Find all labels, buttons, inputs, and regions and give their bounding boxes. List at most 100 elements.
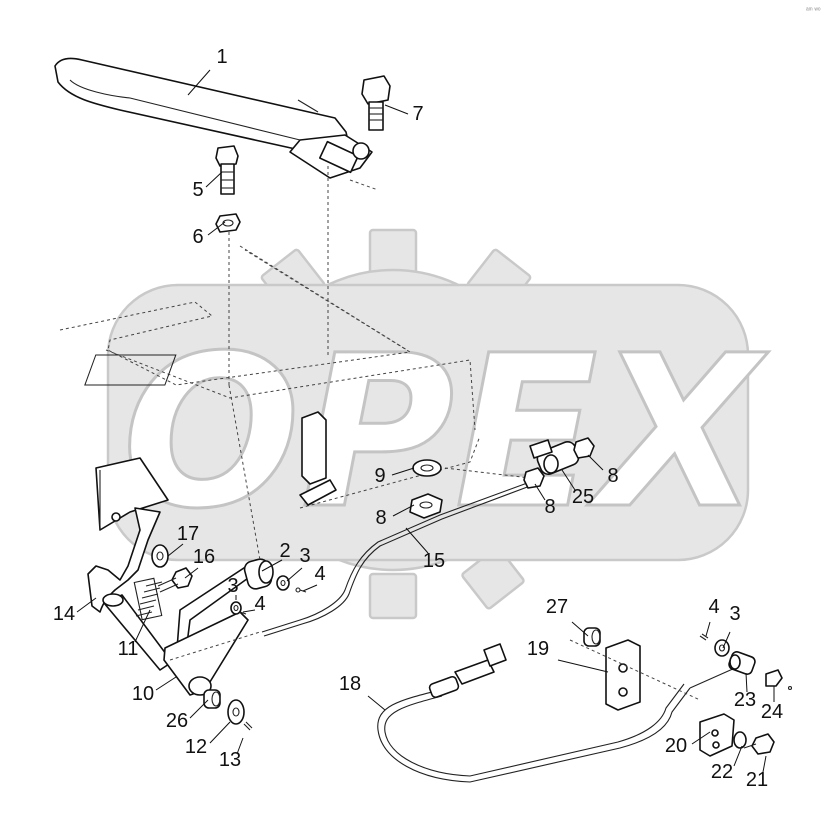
part-label-14: 14: [53, 603, 75, 625]
leader-line-14: [76, 597, 97, 613]
part-5-bolt: [215, 145, 239, 195]
leader-line-8c: [587, 454, 604, 471]
part-13-pin: [243, 721, 253, 731]
part-label-11: 11: [118, 638, 139, 660]
part-23-clevis: [728, 651, 756, 675]
part-4-pin-b: [239, 611, 247, 615]
part-6-nut: [215, 213, 241, 233]
leader-line-6: [207, 221, 226, 236]
part-8-nut-center: [409, 493, 443, 519]
part-label-2: 2: [279, 540, 290, 562]
part-16-bolt: [157, 567, 193, 593]
part-19-plate: [569, 639, 701, 711]
leader-line-22: [733, 745, 743, 767]
part-label-8b: 8: [544, 496, 555, 518]
part-27-bushing: [583, 627, 601, 647]
leader-line-23: [745, 672, 748, 693]
leader-line-7: [384, 104, 409, 115]
part-label-12: 12: [185, 736, 207, 758]
watermark-text: OPEX: [122, 310, 769, 555]
leader-line-12: [209, 721, 231, 744]
part-label-8c: 8: [607, 465, 618, 487]
part-12-washer: [227, 699, 245, 725]
leader-line-3c: [722, 631, 731, 649]
opex-watermark: OPEX: [106, 228, 770, 620]
part-21-bolt: [743, 733, 775, 755]
leader-line-27: [571, 621, 589, 637]
leader-line-25: [561, 469, 576, 491]
leader-line-18: [367, 695, 386, 711]
part-3-washer-a: [276, 575, 290, 591]
part-label-10: 10: [132, 683, 154, 705]
part-8-nut-left: [523, 467, 545, 489]
part-label-16: 16: [193, 546, 215, 568]
leader-line-26: [189, 699, 209, 719]
part-1-pedal: [54, 57, 379, 191]
part-3-washer-b: [230, 601, 242, 615]
part-9-washer: [412, 459, 442, 477]
part-label-17: 17: [177, 523, 199, 545]
part-4-pin-c: [699, 633, 709, 641]
axis-arm: [169, 631, 261, 661]
floor-plate-outline: [59, 245, 481, 509]
part-label-25: 25: [572, 486, 594, 508]
leader-line-2: [261, 559, 283, 572]
leader-line-4b: [242, 609, 256, 613]
part-label-23: 23: [734, 689, 756, 711]
leader-line-5: [205, 171, 223, 188]
part-label-22: 22: [711, 761, 733, 783]
part-8-nut-right: [573, 437, 595, 459]
leader-line-1: [187, 69, 211, 96]
floor-bracket: [299, 411, 337, 506]
leader-line-13: [236, 737, 244, 755]
leader-line-19: [557, 659, 609, 673]
part-25-clevis: [529, 439, 580, 476]
leader-line-8a: [392, 504, 415, 517]
leader-line-20: [691, 731, 711, 745]
part-18-cable: [377, 643, 736, 783]
part-label-8a: 8: [375, 507, 386, 529]
corner-mark: ᵃᵐ ʷᵒ: [806, 7, 821, 14]
part-14-lever: [87, 507, 173, 671]
part-label-4a: 4: [314, 563, 325, 585]
part-label-27: 27: [546, 596, 568, 618]
part-label-26: 26: [166, 710, 188, 732]
part-3-washer-c: [714, 639, 730, 657]
leader-line-9: [391, 467, 415, 476]
leader-line-21: [762, 755, 767, 773]
part-label-18: 18: [339, 673, 361, 695]
part-7-bolt: [361, 75, 391, 131]
part-label-13: 13: [219, 749, 241, 771]
part-2-bushing: [243, 558, 274, 590]
part-label-24: 24: [761, 701, 783, 723]
part-label-9: 9: [374, 465, 385, 487]
leader-line-4c: [705, 621, 711, 637]
part-26-bushing: [203, 689, 221, 709]
part-label-5: 5: [192, 179, 203, 201]
leader-line-10: [155, 676, 177, 691]
part-24-bolt: [765, 669, 793, 691]
leader-line-17: [167, 543, 184, 557]
part-label-7: 7: [412, 103, 423, 125]
part-label-4c: 4: [708, 596, 719, 618]
part-label-19: 19: [527, 638, 549, 660]
part-11-spring: [133, 577, 163, 621]
part-label-1: 1: [216, 46, 227, 68]
part-label-6: 6: [192, 226, 203, 248]
part-label-4b: 4: [254, 593, 265, 615]
part-label-20: 20: [665, 735, 687, 757]
part-22-washer: [733, 731, 747, 749]
part-label-21: 21: [746, 769, 768, 791]
part-15-rod: [261, 467, 531, 637]
part-label-3c: 3: [729, 603, 740, 625]
leader-line-4a: [302, 584, 318, 592]
part-20-clamp: [699, 713, 735, 757]
leader-line-3a: [286, 567, 303, 582]
part-label-3a: 3: [299, 545, 310, 567]
mounting-bracket: [95, 457, 169, 531]
part-17-washer: [151, 544, 169, 568]
part-label-3b: 3: [227, 575, 238, 597]
